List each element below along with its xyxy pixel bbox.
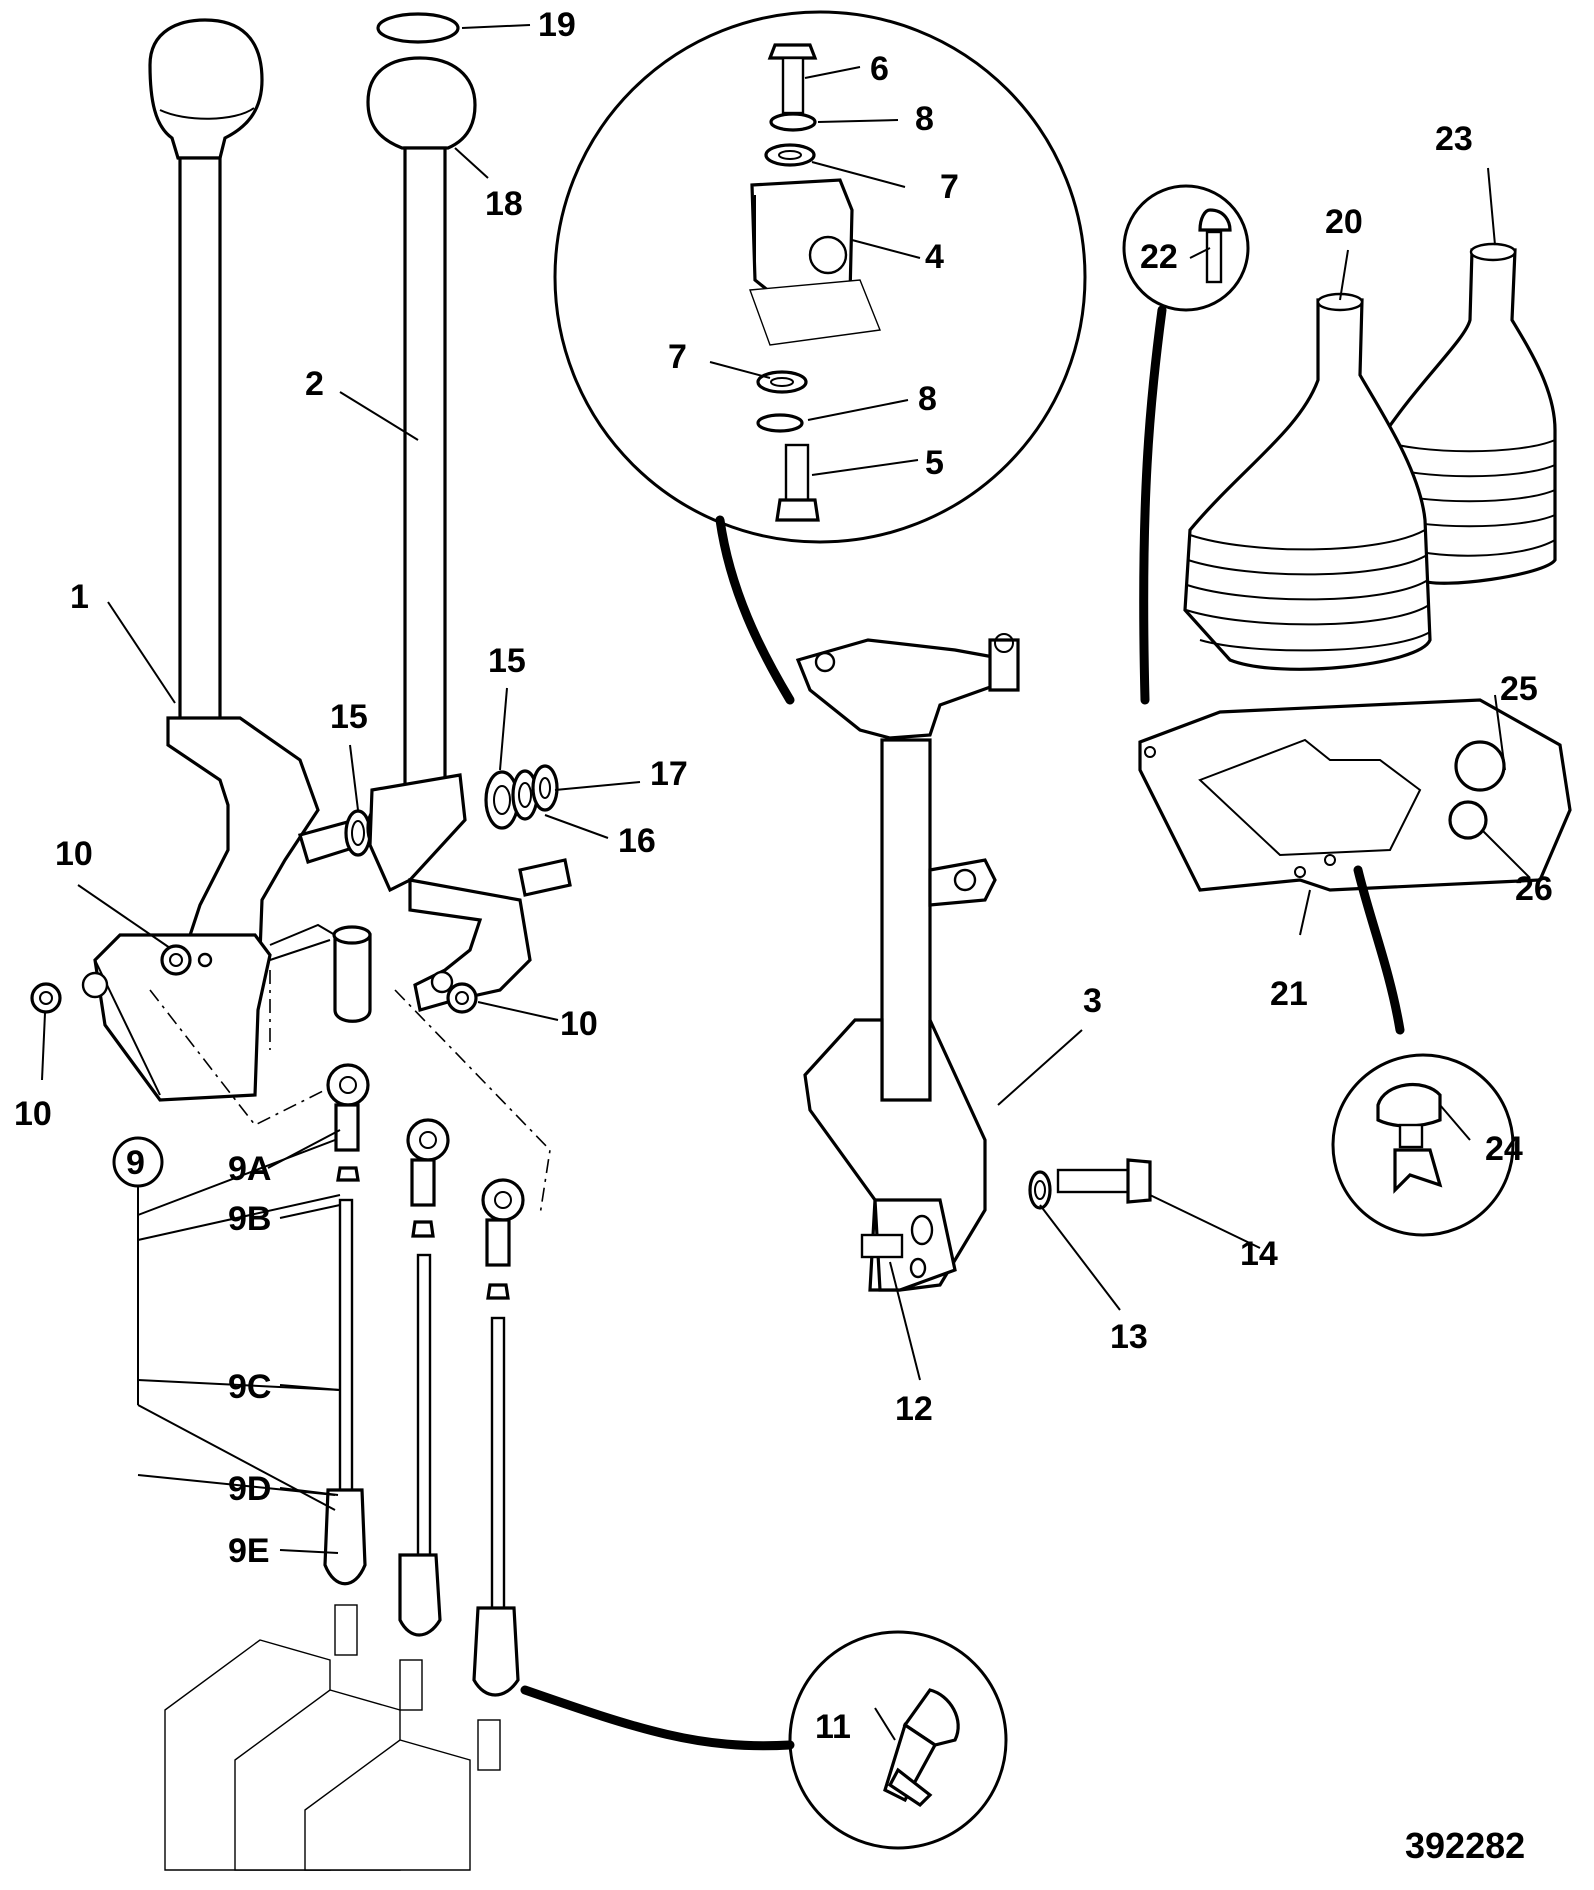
gaiter-23	[1378, 242, 1557, 585]
callout-15-right: 15	[488, 642, 526, 680]
callout-8-lower: 8	[918, 380, 937, 418]
callout-25: 25	[1500, 670, 1538, 708]
detail-connector-22	[1139, 305, 1167, 705]
lever-column-3	[795, 633, 1020, 1292]
callout-11: 11	[815, 1708, 851, 1746]
callout-21: 21	[1270, 975, 1308, 1013]
callout-7-lower: 7	[668, 338, 687, 376]
gaiter-20	[1183, 292, 1432, 671]
detail-connector-upper	[715, 515, 795, 705]
bolt-14	[1056, 1158, 1152, 1204]
callout-7-upper: 7	[940, 168, 959, 206]
detail-circle-clevis	[553, 10, 1087, 544]
callout-6: 6	[870, 50, 889, 88]
nut-10-right	[446, 982, 478, 1014]
valve-blocks	[164, 1604, 501, 1871]
callout-3: 3	[1083, 982, 1102, 1020]
callout-19: 19	[538, 6, 576, 44]
detail-circle-clip-11	[788, 1630, 1008, 1850]
callout-8-upper: 8	[915, 100, 934, 138]
alignment-dashes	[149, 970, 551, 1216]
callout-10-upper: 10	[55, 835, 93, 873]
callout-15-left: 15	[330, 698, 368, 736]
callout-16: 16	[618, 822, 656, 860]
lever-1-base-bracket	[81, 933, 272, 1102]
nut-10-left	[30, 944, 192, 1014]
callout-14: 14	[1240, 1235, 1278, 1273]
lever-1	[148, 18, 320, 1072]
callout-labels: 1 2 3 4 5 6 7 7 8 8 9 9A 9B 9C 9D 9E 10 …	[14, 6, 1553, 1866]
callout-24: 24	[1485, 1130, 1523, 1168]
callout-9: 9	[126, 1144, 145, 1182]
callout-1: 1	[70, 578, 89, 616]
detail-connector-24	[1353, 865, 1405, 1035]
callout-9a: 9A	[228, 1150, 271, 1188]
detail-connector-11	[520, 1685, 795, 1751]
callout-18: 18	[485, 185, 523, 223]
callout-10-right: 10	[560, 1005, 598, 1043]
detail-circle-clip-24	[1331, 1053, 1515, 1237]
linkage-rod-2	[398, 1118, 450, 1637]
callout-9d: 9D	[228, 1470, 271, 1508]
callout-4: 4	[925, 238, 944, 276]
callout-23: 23	[1435, 120, 1473, 158]
callout-2: 2	[305, 365, 324, 403]
mounting-plate-21	[1138, 698, 1572, 892]
callout-20: 20	[1325, 203, 1363, 241]
callout-10-lower: 10	[14, 1095, 52, 1133]
washer-stack-15-16-17	[484, 764, 559, 830]
lever-2	[366, 12, 572, 1013]
callout-9b: 9B	[228, 1200, 271, 1238]
callout-5: 5	[925, 444, 944, 482]
callout-9e: 9E	[228, 1532, 270, 1570]
callout-22: 22	[1140, 238, 1178, 276]
callout-12: 12	[895, 1390, 933, 1428]
detail-circle-screw-22	[1122, 184, 1250, 312]
linkage-rod-1	[323, 1063, 370, 1586]
washer-13	[1028, 1170, 1052, 1210]
bushing-cylinder	[269, 923, 372, 1023]
leader-lines	[41, 24, 1531, 1741]
callout-9c: 9C	[228, 1368, 271, 1406]
group-9-marker	[112, 1136, 341, 1511]
callout-13: 13	[1110, 1318, 1148, 1356]
linkage-rod-3	[472, 1178, 525, 1697]
callout-26: 26	[1515, 870, 1553, 908]
figure-number: 392282	[1405, 1825, 1525, 1866]
callout-17: 17	[650, 755, 688, 793]
